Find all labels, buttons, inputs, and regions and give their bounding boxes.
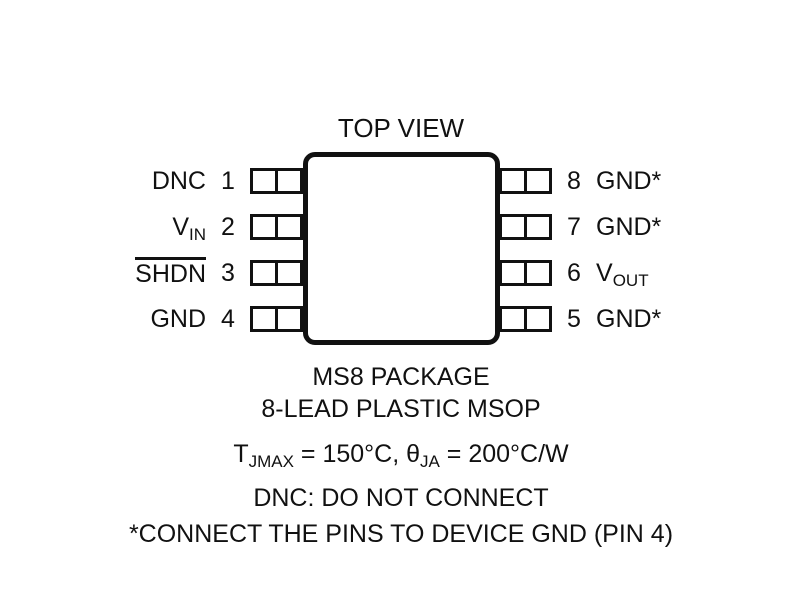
pin-stub (250, 260, 303, 286)
label-text: GND* (596, 212, 662, 241)
pin-stub-cell (502, 263, 524, 283)
pin-label: GND (150, 305, 206, 334)
pin-number: 7 (567, 212, 581, 241)
pin-label: VIN (172, 212, 206, 244)
pin-number: 6 (567, 258, 581, 287)
pin-number: 4 (221, 304, 235, 333)
pin-stub-cell (524, 171, 549, 191)
pin-stub (499, 168, 552, 194)
pin-row-7: 7 GND* (499, 212, 661, 242)
pin-stub-cell (502, 309, 524, 329)
label-text: T (233, 440, 249, 468)
label-text: V (596, 258, 613, 287)
label-text: GND* (596, 304, 662, 333)
pin-stub-cell (253, 171, 275, 191)
package-name: MS8 PACKAGE (312, 363, 490, 391)
pin-row-1: DNC 1 (152, 166, 303, 196)
label-text: = 200°C/W (439, 440, 569, 468)
pin-row-8: 8 GND* (499, 166, 661, 196)
pin-stub-cell (524, 217, 549, 237)
pin-number: 1 (221, 166, 235, 195)
pin-stub-cell (253, 309, 275, 329)
pin-row-4: GND 4 (150, 304, 303, 334)
subscript-text: JMAX (248, 452, 294, 471)
subscript-text: IN (189, 224, 206, 244)
label-text: DNC (151, 166, 206, 195)
pin-stub (250, 168, 303, 194)
pin-row-2: VIN 2 (172, 212, 303, 244)
pin-row-5: 5 GND* (499, 304, 661, 334)
pin-number: 8 (567, 166, 581, 195)
pin-stub-cell (275, 263, 300, 283)
label-text: GND (150, 304, 206, 333)
label-text: GND* (596, 166, 662, 195)
dnc-note: DNC: DO NOT CONNECT (253, 484, 549, 512)
thermal-spec: TJMAX = 150°C, θJA = 200°C/W (0, 440, 802, 471)
pin-stub-cell (502, 217, 524, 237)
pin-stub-cell (524, 309, 549, 329)
label-text: = 150°C, (293, 440, 407, 468)
diagram-title: TOP VIEW (337, 113, 465, 143)
pin-label: GND* (596, 213, 661, 242)
pin-stub-cell (253, 263, 275, 283)
pin-stub-cell (502, 171, 524, 191)
pin-number: 5 (567, 304, 581, 333)
subscript-text: JA (420, 452, 440, 471)
pin-stub-cell (275, 309, 300, 329)
chip-body (303, 152, 500, 345)
pin-label: VOUT (596, 258, 649, 290)
pin-row-3: SHDN 3 (135, 257, 303, 289)
pin-number: 3 (221, 258, 235, 287)
label-text: θ (406, 440, 421, 468)
pin-stub-cell (524, 263, 549, 283)
label-text: V (172, 212, 189, 241)
pin-label: DNC (152, 167, 206, 196)
subscript-text: OUT (612, 270, 649, 290)
pin-stub (250, 214, 303, 240)
overline-text: SHDN (135, 257, 206, 287)
pin-stub-cell (275, 217, 300, 237)
pin-label: GND* (596, 305, 661, 334)
pin-label: SHDN (135, 257, 206, 289)
pin-stub-cell (275, 171, 300, 191)
star-note: *CONNECT THE PINS TO DEVICE GND (PIN 4) (128, 520, 674, 548)
pin-stub-cell (253, 217, 275, 237)
pin-stub (499, 214, 552, 240)
pin-label: GND* (596, 167, 661, 196)
pin-stub (250, 306, 303, 332)
pin-number: 2 (221, 212, 235, 241)
pin-stub (499, 306, 552, 332)
pin-stub (499, 260, 552, 286)
package-description: 8-LEAD PLASTIC MSOP (261, 395, 541, 423)
